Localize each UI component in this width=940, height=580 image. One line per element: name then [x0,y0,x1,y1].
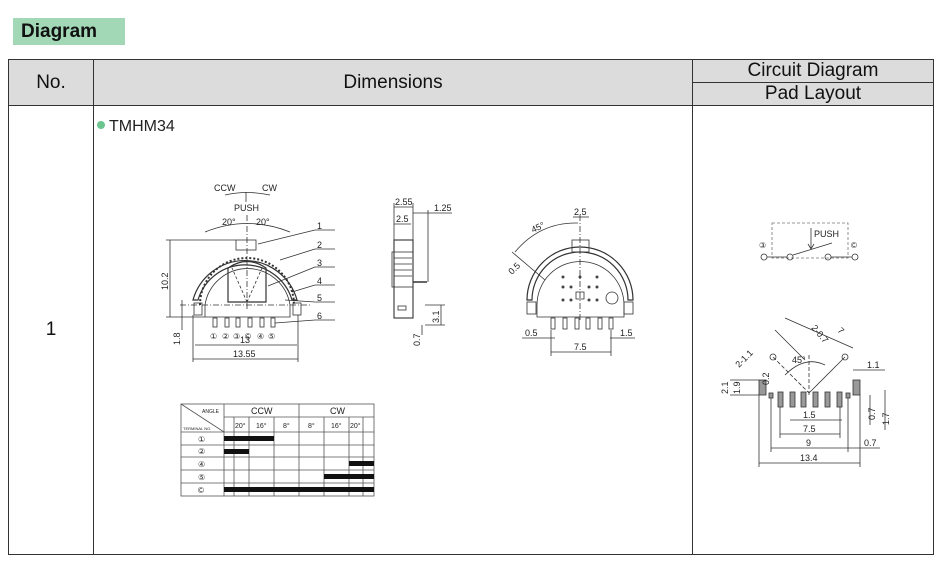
pad-dim-pitch: 1.5 [803,410,816,420]
pad-dim-w: 1.1 [867,360,880,370]
col-label: 8° [283,422,290,430]
angle-table: ANGLE TERMINAL NO. CCW CW 20° 16° 8° 8° … [180,403,375,497]
circuit-terminal-right: © [851,241,857,250]
terminal-label: ① [210,332,217,341]
contact-bar [324,474,374,479]
bullet-icon [97,121,105,129]
terminal-label: ② [222,332,229,341]
pad-dim-angle: 45° [792,355,806,365]
pad-dim-total: 13.4 [800,453,818,463]
angle-left-label: 20° [222,217,236,227]
back-dim-right: 1.5 [620,328,633,338]
side-dim-c: 1.25 [434,203,452,213]
header-circuit-diagram: Circuit Diagram [692,59,934,83]
back-dim-thickness: 0.5 [506,260,522,276]
terminal-row-label: © [198,486,204,495]
col-label: 20° [235,422,246,430]
angle-right-label: 20° [256,217,270,227]
back-view: 2.5 45° 0.5 0.5 1.5 7.5 [506,207,635,356]
callout-label: 5 [317,293,322,303]
pad-dim-h2: 1.9 [732,381,742,394]
circuit-diagram: PUSH ③ © [759,222,859,261]
pad-dim-p1: 0.7 [867,407,877,420]
pad-dim-d07: 0.7 [864,438,877,448]
callout-label: 6 [317,311,322,321]
terminal-label: ⑤ [268,332,275,341]
pad-dim-gap: 0.2 [761,372,771,385]
pad-layout: 2-1.1 2-0.7 7 45° 0.2 2.1 1.9 1.1 1.5 0.… [720,317,891,467]
dim-overall: 13.55 [233,349,256,359]
terminal-row-label: ④ [198,460,205,469]
contact-bar [349,461,374,466]
corner-angle-label: ANGLE [202,409,220,415]
terminal-label: ④ [257,332,264,341]
row-number: 1 [8,105,94,555]
back-dim-knob: 2.5 [574,207,587,217]
cw-label: CW [262,183,277,193]
pad-dim-d9: 9 [806,438,811,448]
col-label: 20° [350,422,361,430]
front-view: CCW CW PUSH 20° 20° ① ② ③ [160,183,335,362]
corner-terminal-label: TERMINAL NO. [183,426,211,431]
side-dim-a: 2.55 [395,197,413,207]
col-label: 8° [308,422,315,430]
back-dim-pitch: 7.5 [574,342,587,352]
pad-dim-h1: 2.1 [720,381,730,394]
pad-dim-holes: 2-1.1 [733,348,755,370]
push-label: PUSH [234,203,259,213]
pad-dim-d75: 7.5 [803,424,816,434]
group-cw: CW [330,406,345,416]
contact-bar [224,436,274,441]
header-pad-layout: Pad Layout [692,82,934,106]
side-dim-b: 2.5 [396,214,409,224]
group-ccw: CCW [251,406,273,416]
back-dim-left: 0.5 [525,328,538,338]
side-view: 2.55 2.5 1.25 3.1 0.7 [391,197,452,346]
terminal-label: ③ [233,332,240,341]
circuit-terminal-left: ③ [759,241,766,250]
ccw-label: CCW [214,183,236,193]
callout-label: 2 [317,240,322,250]
col-label: 16° [331,422,342,430]
callout-label: 4 [317,276,322,286]
callout-label: 1 [317,221,322,231]
section-title: Diagram [13,18,125,45]
contact-bar [224,449,249,454]
dim-height: 10.2 [160,272,170,290]
callout-label: 3 [317,258,322,268]
terminal-row-label: ⑤ [198,473,205,482]
terminal-row-label: ② [198,447,205,456]
contact-bar [224,487,374,492]
pad-dim-holes2: 2-0.7 [809,323,830,345]
circuit-push-label: PUSH [814,229,839,239]
side-dim-d: 3.1 [431,310,441,323]
back-dim-angle: 45° [530,220,547,235]
pad-dim-p2: 1.7 [881,412,891,425]
side-dim-e: 0.7 [412,333,422,346]
header-no: No. [8,59,94,106]
pad-dim-span: 7 [836,325,847,336]
dim-width: 13 [240,335,250,345]
terminal-label: © [245,332,251,341]
terminal-row-label: ① [198,435,205,444]
dim-pin: 1.8 [172,332,182,345]
col-label: 16° [256,422,267,430]
model-name: TMHM34 [109,118,175,135]
